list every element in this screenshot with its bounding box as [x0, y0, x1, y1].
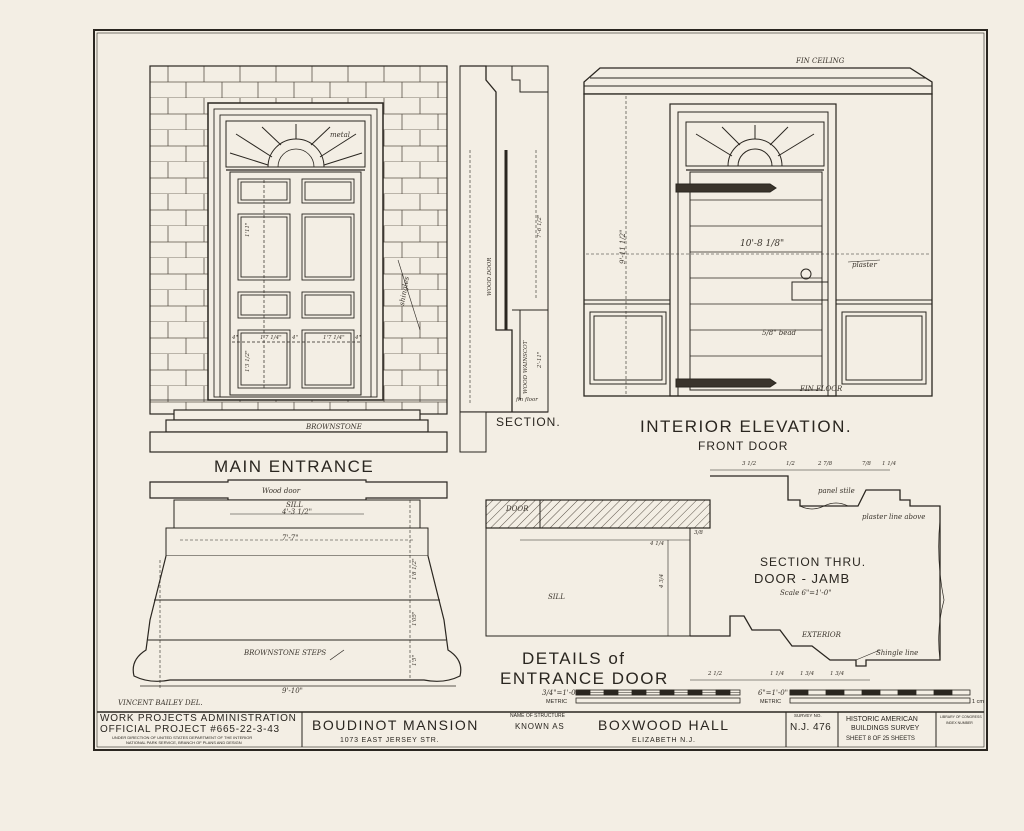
- wood-wainscot-label: WOOD WAINSCOT: [523, 340, 529, 394]
- title-block-lines: [97, 711, 984, 747]
- scale-right-unit: 1 cm: [972, 699, 984, 705]
- dim-interior-height: 9'-11 1/2": [619, 229, 627, 264]
- dim-jamb-mid: 4 1/4: [650, 541, 665, 547]
- dim-wainscot-height: 2'-11": [537, 351, 543, 368]
- dim-stile-1: 4": [232, 335, 239, 341]
- scale-bars: [575, 689, 971, 704]
- dim-jamb-vert: 4 3/4: [659, 573, 665, 588]
- section-title: SECTION.: [496, 415, 561, 429]
- panel-stile-label: panel stile: [818, 487, 855, 495]
- dim-plan-depth-1: 1'8 1/2": [412, 558, 418, 580]
- dim-jamb-top-4: 7/8: [862, 461, 871, 467]
- front-door-subtitle: FRONT DOOR: [698, 439, 789, 453]
- main-entrance-title: MAIN ENTRANCE: [214, 457, 375, 476]
- door-jamb-detail: [485, 469, 945, 681]
- scale-left-label: 3/4"=1'-0": [542, 689, 579, 697]
- survey-label: SURVEY NO.: [794, 713, 822, 718]
- survey-number: N.J. 476: [790, 722, 832, 733]
- details-title-2: ENTRANCE DOOR: [500, 669, 669, 688]
- dim-section-height: 7'-6 1/2": [537, 214, 543, 239]
- jamb-scale: Scale 6"=1'-0": [780, 589, 832, 597]
- brownstone-steps-label: BROWNSTONE STEPS: [244, 649, 327, 657]
- dim-plan-sill-width: 4'-3 1/2": [282, 508, 312, 516]
- wpa-line-1: WORK PROJECTS ADMINISTRATION: [100, 713, 297, 724]
- wpa-line-4: NATIONAL PARK SERVICE, BRANCH OF PLANS A…: [126, 740, 242, 745]
- habs-line-2: BUILDINGS SURVEY: [851, 725, 920, 732]
- scale-left-metric: METRIC: [546, 699, 568, 705]
- known-as-line-1: NAME OF STRUCTURE: [510, 713, 565, 719]
- dim-jamb-top-5: 1 1/4: [882, 461, 897, 467]
- structure-name: BOXWOOD HALL: [598, 717, 730, 733]
- dim-jamb-bot-1: 2 1/2: [708, 671, 723, 677]
- dim-panel-w-2: 1'7 1/4": [323, 335, 345, 341]
- main-entrance-elevation: [149, 65, 448, 453]
- door-section-profile: [459, 65, 549, 453]
- dim-plan-width-3: 9'-10": [282, 687, 303, 695]
- habs-line-1: HISTORIC AMERICAN: [846, 716, 918, 723]
- city-label: ELIZABETH N.J.: [632, 737, 696, 744]
- dim-jamb-small: 3/8: [694, 530, 703, 536]
- dim-jamb-top-3: 2 7/8: [818, 461, 833, 467]
- dim-jamb-bot-2: 1 1/4: [770, 671, 785, 677]
- fin-ceiling-label: FIN CEILING: [796, 57, 845, 65]
- dim-plan-depth-3: 1'5": [412, 654, 418, 666]
- sheet-info: SHEET 8 OF 25 SHEETS: [846, 736, 915, 742]
- bead-label: 5/8" bead: [762, 329, 796, 337]
- dim-stile-3: 4": [355, 335, 362, 341]
- interior-elevation: [583, 67, 933, 397]
- sheet-border: [93, 29, 988, 751]
- known-as-line-2: KNOWN AS: [515, 722, 565, 731]
- scale-right-label: 6"=1'-0": [758, 689, 788, 697]
- dim-panel-w-1: 1'7 1/4": [260, 335, 282, 341]
- metal-label: metal: [330, 131, 351, 139]
- dim-stile-2: 4": [292, 335, 299, 341]
- drawn-by-label: VINCENT BAILEY DEL.: [118, 699, 203, 707]
- plaster-label: plaster: [852, 261, 877, 269]
- shingle-line-label: Shingle line: [876, 649, 919, 657]
- details-title-1: DETAILS of: [522, 649, 626, 668]
- jamb-title-1: SECTION THRU.: [760, 555, 867, 569]
- sill-plan-label: SILL: [286, 501, 303, 509]
- steps-plan: [132, 479, 462, 690]
- dim-jamb-bot-4: 1 3/4: [830, 671, 845, 677]
- scale-right-metric: METRIC: [760, 699, 782, 705]
- fin-floor-section-label: fin floor: [516, 397, 538, 403]
- dim-plan-width-2: 7'-7": [282, 534, 299, 542]
- wood-door-section-label: WOOD DOOR: [487, 257, 493, 296]
- exterior-label: EXTERIOR: [802, 631, 841, 639]
- dim-door-panel-1: 1'11": [245, 222, 251, 237]
- wpa-line-2: OFFICIAL PROJECT #665-22-3-43: [100, 724, 280, 735]
- building-name: BOUDINOT MANSION: [312, 717, 479, 733]
- dim-jamb-top-2: 1/2: [786, 461, 795, 467]
- brownstone-label: BROWNSTONE: [306, 423, 362, 431]
- dim-jamb-top-1: 3 1/2: [742, 461, 757, 467]
- fin-floor-interior-label: FIN FLOOR: [800, 385, 843, 393]
- dim-door-panel-2: 1'3 1/2": [245, 350, 251, 372]
- dim-interior-width: 10'-8 1/8": [740, 239, 785, 249]
- building-address: 1073 EAST JERSEY STR.: [340, 737, 440, 744]
- dim-jamb-bot-3: 1 3/4: [800, 671, 815, 677]
- door-detail-label: DOOR: [506, 505, 529, 513]
- index-line-1: LIBRARY OF CONGRESS: [940, 715, 982, 719]
- interior-elevation-title: INTERIOR ELEVATION.: [640, 417, 853, 436]
- plaster-line-label: plaster line above: [862, 513, 926, 521]
- wood-door-plan-label: Wood door: [262, 487, 301, 495]
- jamb-title-2: DOOR - JAMB: [754, 571, 851, 586]
- index-line-2: INDEX NUMBER: [946, 721, 973, 725]
- dim-plan-depth-2: 1'05": [412, 611, 418, 626]
- wpa-line-3: UNDER DIRECTION OF UNITED STATES DEPARTM…: [112, 735, 253, 740]
- sill-detail-label: SILL: [548, 593, 565, 601]
